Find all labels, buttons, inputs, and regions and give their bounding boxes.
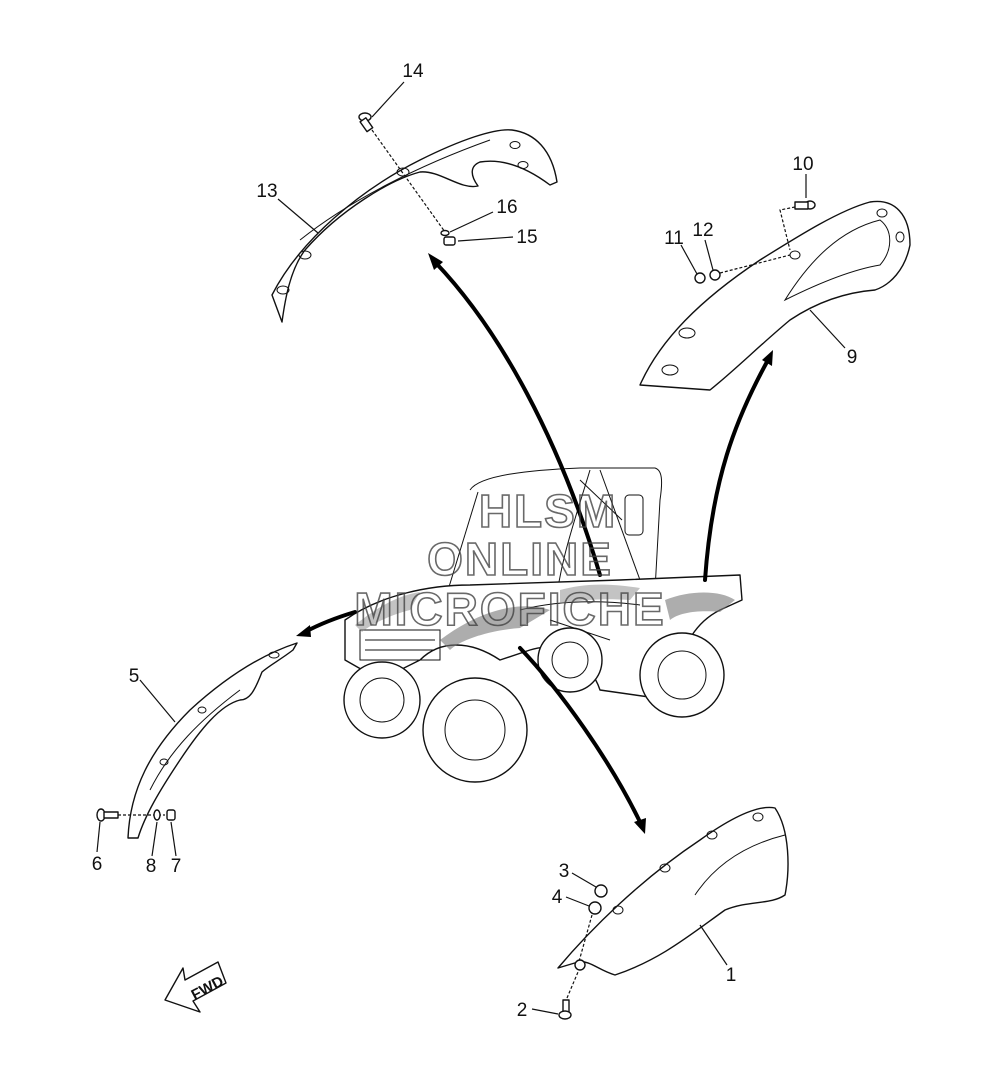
part-1-front-fender	[557, 806, 789, 976]
callout-1: 1	[726, 965, 737, 986]
watermark-line-2: ONLINE	[427, 533, 613, 585]
callout-7: 7	[171, 856, 182, 877]
part-5-front-fender	[127, 642, 298, 839]
callout-12: 12	[692, 220, 713, 241]
callout-5: 5	[129, 666, 140, 687]
bolt-6	[96, 808, 165, 822]
callout-6: 6	[92, 854, 103, 875]
hardware	[96, 112, 816, 1020]
part-9-rear-fender	[639, 200, 911, 391]
callout-13: 13	[256, 181, 277, 202]
watermark: HLSM ONLINE MICROFICHE	[354, 484, 665, 636]
callout-14: 14	[402, 61, 424, 82]
watermark-line-3: MICROFICHE	[354, 583, 665, 635]
bolt-10	[779, 200, 816, 251]
callout-8: 8	[146, 856, 157, 877]
nut-7	[166, 809, 176, 821]
part-13-front-cover	[271, 129, 558, 323]
callout-4: 4	[552, 887, 563, 908]
nut-11	[694, 272, 706, 284]
callout-16: 16	[496, 197, 517, 218]
callout-15: 15	[516, 227, 537, 248]
utv-vehicle	[343, 467, 743, 783]
nut-3	[594, 884, 608, 898]
bolt-2	[558, 971, 579, 1020]
callout-3: 3	[559, 861, 570, 882]
washer-4	[588, 901, 602, 915]
washer-12	[709, 269, 721, 281]
callout-labels: 1 2 3 4 5 6 7 8 9 10 11 12 13 14 15 16	[92, 61, 858, 1021]
callout-10: 10	[792, 154, 813, 175]
grommet-1	[574, 959, 586, 971]
leader-lines	[96, 81, 846, 1015]
nut-15	[443, 236, 456, 246]
callout-2: 2	[517, 1000, 528, 1021]
bolt-14	[358, 112, 446, 233]
washer-8	[153, 809, 161, 821]
watermark-line-1: HLSM	[479, 485, 617, 537]
callout-9: 9	[847, 347, 858, 368]
assembly-arrows	[296, 253, 773, 834]
fwd-direction-arrow: FWD	[164, 961, 227, 1013]
clip-16	[440, 229, 450, 237]
callout-11: 11	[664, 228, 684, 249]
